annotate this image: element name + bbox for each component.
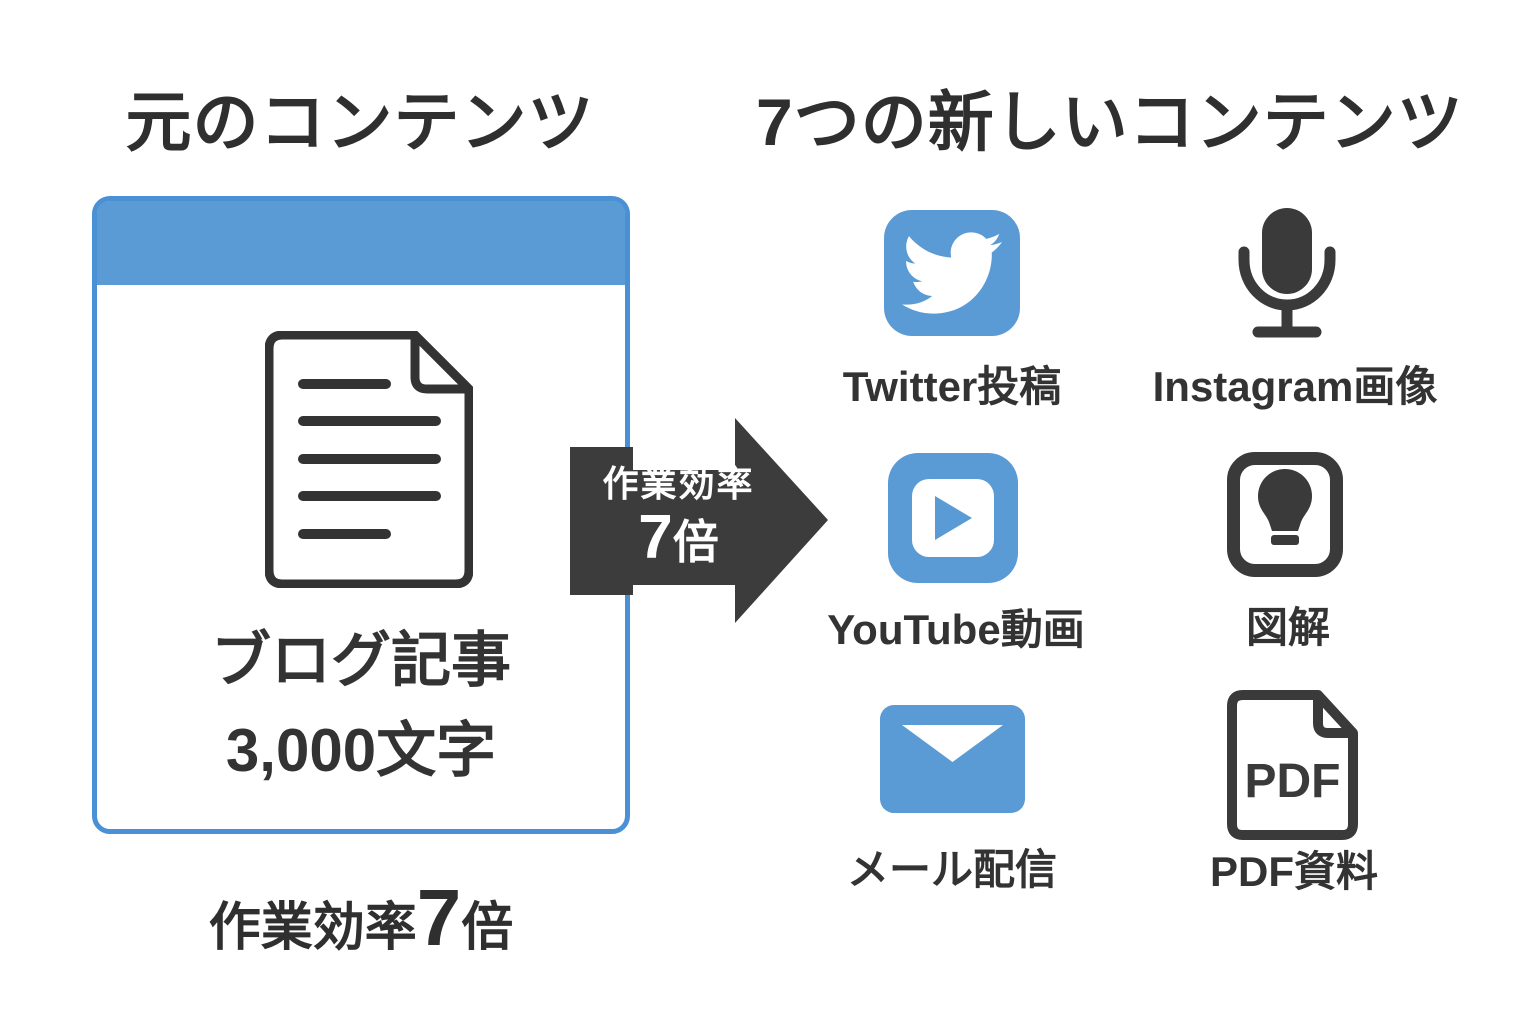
mail-delivery-label: メール配信 [846,846,1057,893]
document-icon [265,331,473,588]
arrow-right-icon [570,418,828,623]
microphone-icon [1238,208,1336,338]
blog-card-header-bar [97,201,625,285]
youtube-video-label: YouTube動画 [827,606,1085,653]
caption-suffix: 倍 [461,899,514,957]
play-button-inner [912,479,994,557]
efficiency-caption: 作業効率7倍 [92,872,630,964]
pdf-badge-text: PDF [1245,755,1341,808]
blog-card: ブログ記事 3,000文字 [92,196,630,834]
arrow-suffix: 倍 [672,516,719,568]
blog-card-text: ブログ記事 3,000文字 [97,616,625,796]
arrow-label-line1: 作業効率 [602,463,755,504]
char-count-label: 3,000文字 [225,717,497,784]
blog-article-label: ブログ記事 [211,627,511,694]
envelope-flap-glyph [902,725,1003,762]
diagram-label: 図解 [1245,604,1330,651]
lightbulb-glyph [1258,469,1312,545]
twitter-icon [884,210,1020,336]
play-button-icon [888,453,1018,583]
play-triangle-glyph [935,496,972,540]
caption-prefix: 作業効率 [208,899,417,957]
arrow-number: 7 [638,503,673,572]
twitter-bird-glyph [902,232,1002,314]
envelope-icon [880,705,1025,813]
caption-number: 7 [416,873,462,962]
twitter-post-label: Twitter投稿 [842,363,1062,410]
pdf-file-icon: PDF [1227,690,1358,840]
lightbulb-icon [1227,452,1343,577]
arrow-label: 作業効率 7倍 [586,462,771,574]
new-content-title: 7つの新しいコンテンツ [756,85,1464,159]
pdf-material-label: PDF資料 [1209,848,1378,895]
original-content-title: 元のコンテンツ [125,85,595,159]
instagram-image-label: Instagram画像 [1152,363,1438,410]
